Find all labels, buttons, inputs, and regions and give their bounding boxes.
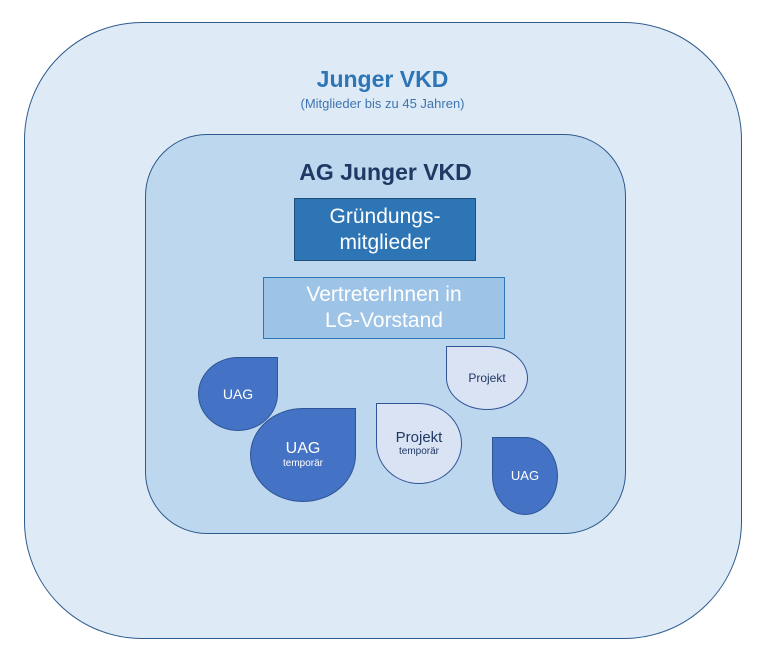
representatives-box: VertreterInnen in LG-Vorstand [263,277,505,339]
group-label: UAG [285,440,321,457]
uag-drop: UAG [492,437,558,515]
group-sublabel: temporär [398,446,439,457]
project-temporary-drop: Projekt temporär [376,403,462,484]
uag-temporary-drop: UAG temporär [250,408,356,502]
group-label: UAG [510,468,540,483]
founders-label: Gründungs- mitglieder [329,204,441,254]
group-label: Projekt [468,371,506,385]
group-label: UAG [222,386,254,402]
project-drop: Projekt [446,346,528,410]
uag-drop: UAG [198,357,278,431]
representatives-label: VertreterInnen in LG-Vorstand [306,283,462,332]
inner-title: AG Junger VKD [299,159,472,185]
founders-box: Gründungs- mitglieder [294,198,476,261]
outer-subtitle: (Mitglieder bis zu 45 Jahren) [300,96,465,111]
group-sublabel: temporär [282,458,323,469]
group-label: Projekt [395,429,443,446]
outer-title: Junger VKD [316,66,449,92]
